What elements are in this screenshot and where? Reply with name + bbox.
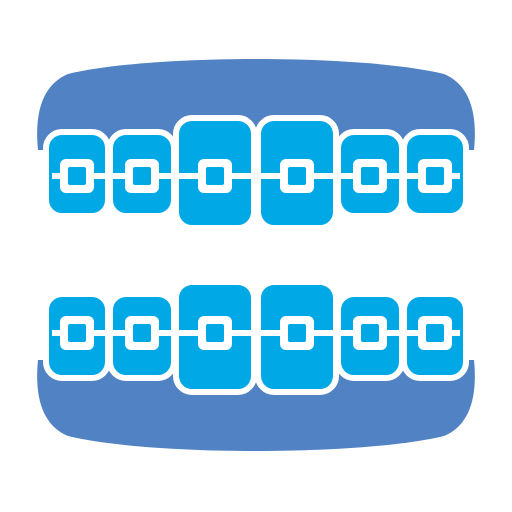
lower-teeth-row (43, 279, 469, 395)
upper-bracket-slot-2 (133, 167, 151, 185)
lower-bracket-slot-4 (288, 324, 306, 342)
lower-wire (52, 330, 460, 336)
lower-gum (37, 360, 475, 451)
upper-teeth-row (43, 115, 469, 231)
lower-bracket-slot-3 (206, 324, 224, 342)
lower-bracket-slot-5 (361, 324, 379, 342)
upper-bracket-slot-6 (426, 167, 444, 185)
upper-bracket-slot-1 (68, 167, 86, 185)
upper-wire (52, 173, 460, 179)
lower-bracket-slot-1 (68, 324, 86, 342)
upper-gum (37, 59, 475, 150)
upper-bracket-slot-5 (361, 167, 379, 185)
upper-bracket-slot-3 (206, 167, 224, 185)
lower-bracket-slot-2 (133, 324, 151, 342)
upper-bracket-slot-4 (288, 167, 306, 185)
lower-bracket-slot-6 (426, 324, 444, 342)
